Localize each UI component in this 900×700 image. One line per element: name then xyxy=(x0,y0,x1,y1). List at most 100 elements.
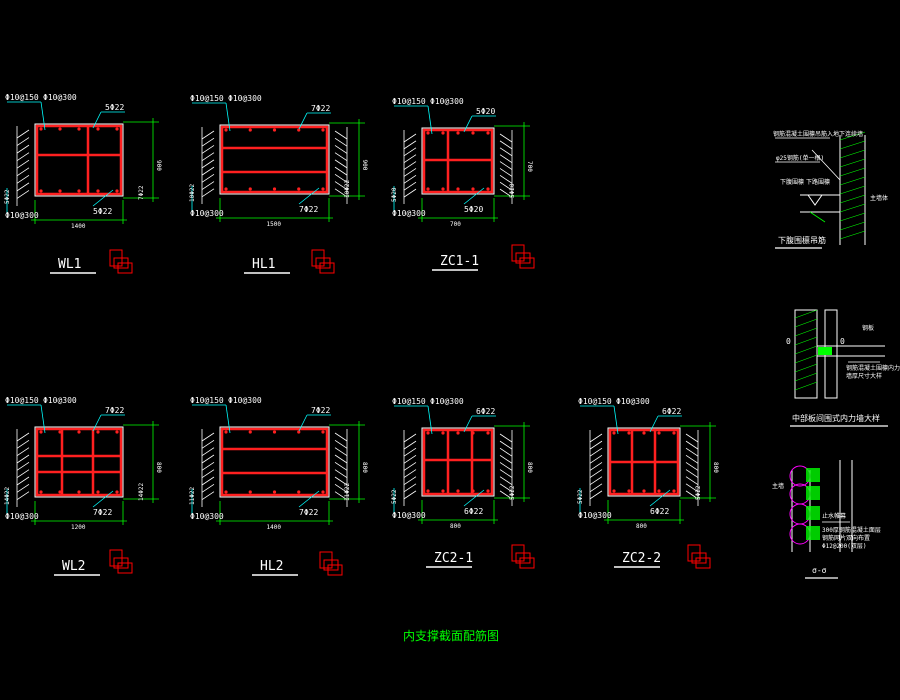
note-text: 止水帷幕 xyxy=(822,512,846,520)
side-bar-label: 5Φ22 xyxy=(695,485,702,500)
wall-hatch xyxy=(839,176,866,186)
rebar-dot xyxy=(471,187,475,191)
hatch-line xyxy=(201,130,215,140)
rebar-dot xyxy=(456,431,460,435)
detail-b: 00钢板钢筋混凝土围檩内力墙连接墙厚尺寸大样中部板间围式内力墙大样 xyxy=(786,309,900,427)
side-bar-label: 5Φ20 xyxy=(509,183,516,198)
stirrup-sparse-label: Φ10@300 xyxy=(228,396,262,405)
hatch-line xyxy=(589,447,603,457)
hatch-line xyxy=(334,159,348,169)
wall-hatch xyxy=(839,203,866,213)
dim-width-text: 1400 xyxy=(71,223,86,230)
top-bar-label: 6Φ22 xyxy=(662,407,681,416)
hatch-line xyxy=(16,137,30,146)
hatch-line xyxy=(201,166,215,176)
hatch-line xyxy=(16,167,30,177)
section-outline xyxy=(34,123,124,197)
section-symbol xyxy=(117,562,133,574)
hatch-line xyxy=(334,130,348,140)
bottom-bar-label: 6Φ22 xyxy=(650,507,669,516)
hatch-line xyxy=(334,137,348,147)
left-bar-label: 5Φ20 xyxy=(391,187,398,202)
rebar-dot xyxy=(471,489,475,493)
left-bar-label: 10Φ22 xyxy=(189,184,196,202)
top-bar-label: 7Φ22 xyxy=(105,406,124,415)
hatch-line xyxy=(334,432,348,442)
rebar-dot xyxy=(441,489,445,493)
hatch-line xyxy=(201,159,215,169)
side-bar-label: 14Φ22 xyxy=(138,483,145,501)
detail-title: 下腹围檩吊筋 xyxy=(778,235,826,245)
hanger-bar xyxy=(811,149,841,181)
rebar-dot xyxy=(642,489,646,493)
side-bar-label: 11Φ22 xyxy=(344,483,351,501)
stirrup-sparse-label: Φ10@300 xyxy=(430,97,464,106)
section-symbol xyxy=(327,564,343,576)
note-text: 钢筋网片双向布置 xyxy=(822,534,870,542)
hatch-line xyxy=(685,447,699,457)
section-symbol xyxy=(695,557,711,569)
rebar-cage xyxy=(422,428,494,496)
leader-line xyxy=(298,112,308,130)
leader-line xyxy=(225,404,231,434)
hatch-line xyxy=(499,476,513,485)
hatch-line xyxy=(685,440,699,450)
rebar-dot xyxy=(224,128,228,132)
rebar-dot xyxy=(321,187,325,191)
hatch-line xyxy=(16,129,30,139)
side-bar-label: 5Φ22 xyxy=(509,485,516,500)
rebar-dot xyxy=(426,431,430,435)
section-label: WL2 xyxy=(62,559,85,574)
hatch-line xyxy=(16,491,30,500)
wall-hatch xyxy=(794,327,818,337)
hatch-line xyxy=(16,469,30,478)
hatch-line xyxy=(403,161,417,170)
wall-hatch xyxy=(839,167,866,177)
stirrup-bottom-label: Φ10@300 xyxy=(5,211,39,220)
note-text: 300厚钢筋混凝土面层 xyxy=(822,526,881,534)
hatch-line xyxy=(499,469,513,478)
leader-line xyxy=(92,414,102,432)
leader-line xyxy=(427,105,433,135)
rebar-dot xyxy=(486,431,490,435)
hatch-line xyxy=(334,462,348,471)
section-symbol xyxy=(519,557,535,569)
rebar-dot xyxy=(441,131,445,135)
section-outline xyxy=(607,427,681,497)
section-symbol xyxy=(319,262,335,274)
hatch-line xyxy=(685,462,699,471)
hatch-line xyxy=(589,462,603,471)
stirrup-sparse-label: Φ10@300 xyxy=(43,93,77,102)
left-bar-label: 5Φ22 xyxy=(4,189,11,204)
hatch-line xyxy=(403,469,417,478)
rebar-dot xyxy=(96,189,100,193)
hatch-line xyxy=(16,152,30,161)
note-text: 主墙体 xyxy=(870,194,888,202)
section-label: ZC2-1 xyxy=(434,551,473,566)
hatch-line xyxy=(16,159,30,169)
top-bar-label: 5Φ22 xyxy=(105,103,124,112)
leader-line xyxy=(463,415,473,433)
rebar-dot xyxy=(224,187,228,191)
rebar-dot xyxy=(672,431,676,435)
hatch-line xyxy=(334,476,348,486)
stirrup-bottom-label: Φ10@300 xyxy=(578,511,612,520)
note-text: 钢筋混凝土围檩内力墙连接 xyxy=(846,364,900,372)
detail-a: 钢筋混凝土围檩吊筋入地下连续墙φ25钢筋(单一根)下腹围檩下路围檩主墙体下腹围檩… xyxy=(773,130,888,249)
dim-width-text: 1500 xyxy=(267,221,282,228)
section-label: ZC2-2 xyxy=(622,551,661,566)
hatch-line xyxy=(403,440,417,450)
hatch-line xyxy=(201,188,215,198)
stirrup-dense-label: Φ10@150 xyxy=(578,397,612,406)
hatch-line xyxy=(403,147,417,157)
leader-line xyxy=(92,490,114,508)
hatch-line xyxy=(334,491,348,500)
drawing-title: 内支撑截面配筋图 xyxy=(403,628,499,643)
leader-line xyxy=(649,415,659,433)
stirrup-dense-label: Φ10@150 xyxy=(392,97,426,106)
